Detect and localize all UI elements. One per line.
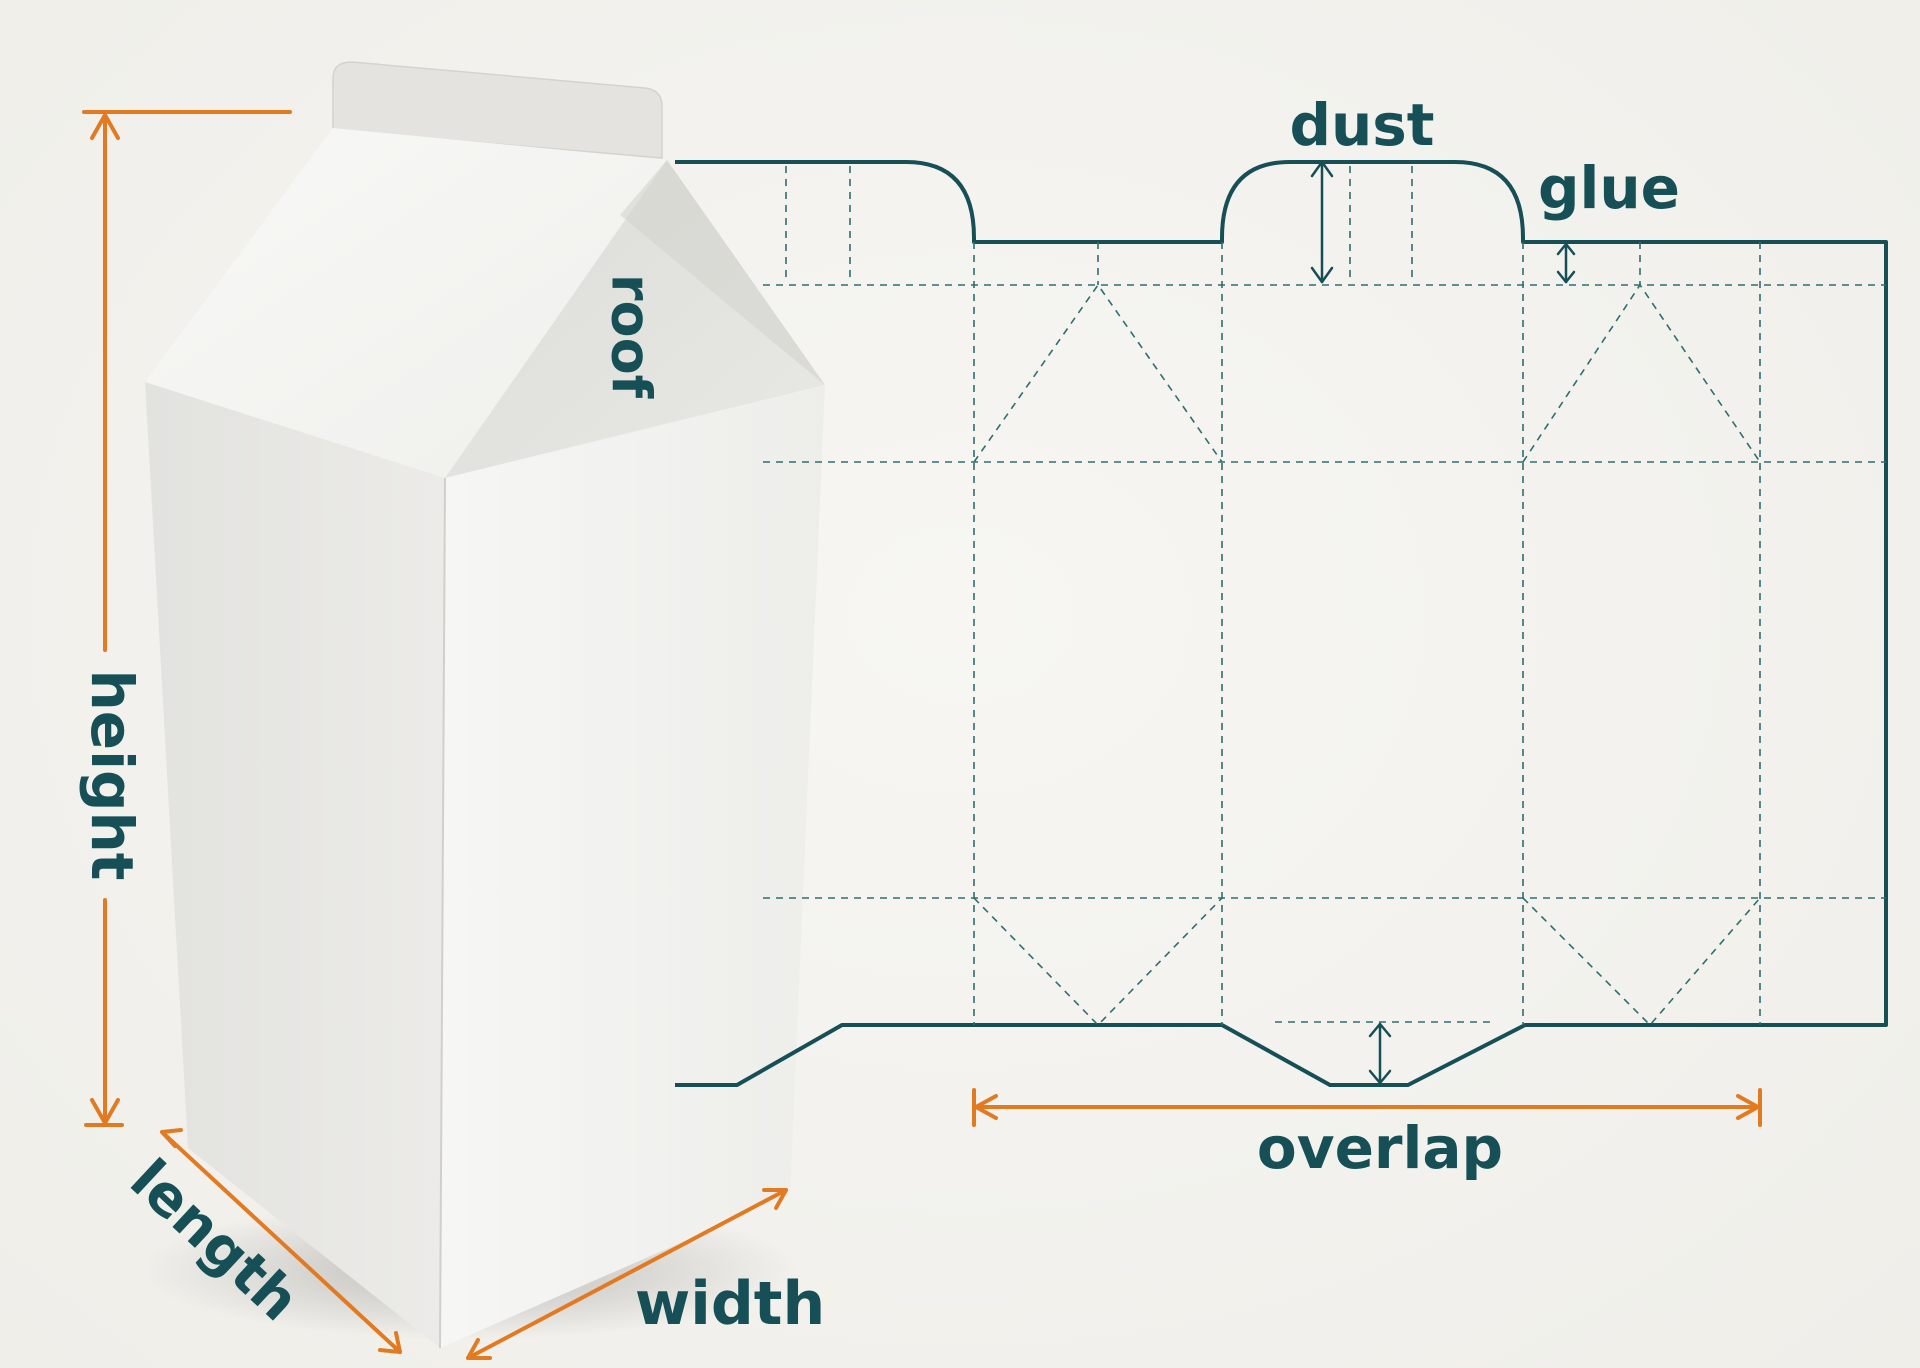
carton-roof-fold <box>620 160 825 385</box>
height-dimension <box>82 110 292 1127</box>
dieline <box>675 160 1888 1087</box>
dust-arrow <box>1310 160 1334 284</box>
tab-dimension-arrows <box>1310 160 1576 1085</box>
overlap-label: overlap <box>1257 1114 1503 1182</box>
carton-top-fin <box>332 61 663 159</box>
dimension-lines <box>82 110 1762 1360</box>
dieline-outline <box>675 160 1888 1087</box>
carton-wall-left <box>145 382 445 1348</box>
dust-label: dust <box>1289 91 1434 159</box>
carton-3d <box>140 61 825 1349</box>
bottom-tab-arrow <box>1368 1022 1392 1085</box>
dieline-fold-lines <box>763 166 1886 1027</box>
carton-roof-left <box>145 128 667 478</box>
glue-label: glue <box>1538 154 1680 222</box>
height-label: height <box>78 669 146 880</box>
glue-arrow <box>1556 242 1576 284</box>
carton-roof-right <box>445 160 825 478</box>
roof-label: roof <box>599 274 662 399</box>
carton-front-edge <box>439 477 446 1349</box>
width-dimension <box>466 1188 788 1360</box>
length-dimension <box>160 1128 402 1354</box>
overlap-dimension <box>972 1088 1762 1127</box>
width-label: width <box>635 1269 825 1339</box>
carton-wall-right <box>440 385 825 1348</box>
